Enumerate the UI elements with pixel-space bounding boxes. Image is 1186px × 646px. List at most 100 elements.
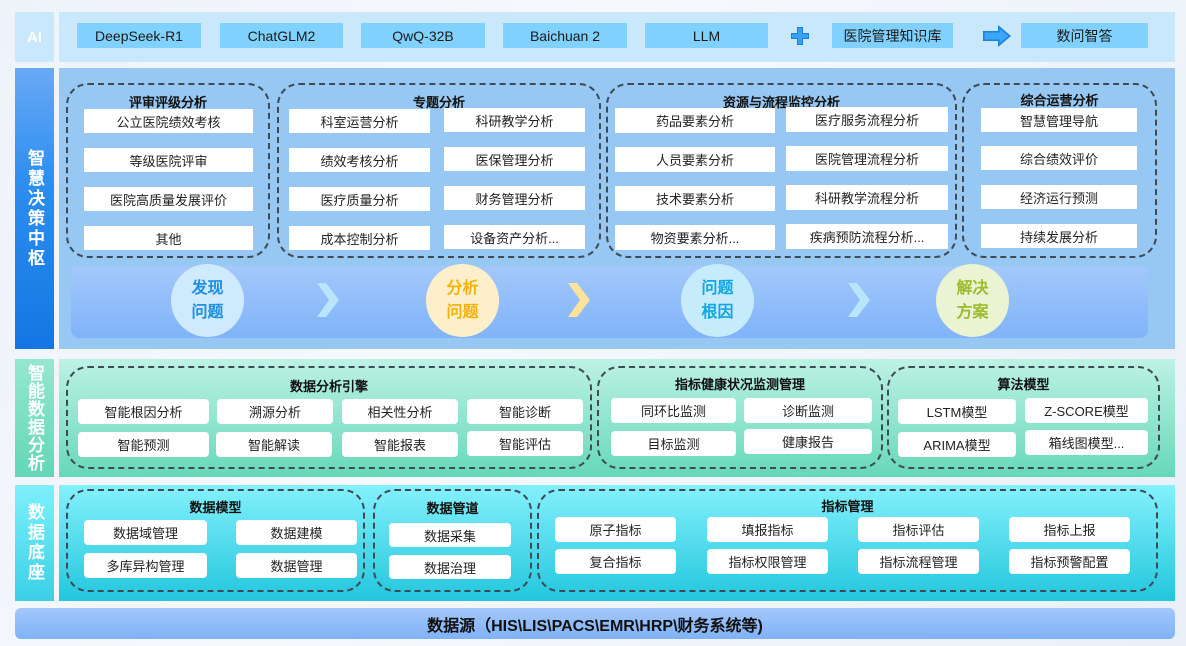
analysis-item: 医院高质量发展评价 xyxy=(84,187,253,211)
group-analysis-engine: 数据分析引擎 xyxy=(66,366,592,469)
analysis-item: 设备资产分析... xyxy=(444,225,585,249)
engine-item: 智能诊断 xyxy=(467,399,583,424)
analysis-item: 医疗服务流程分析 xyxy=(786,107,948,132)
analysis-item: 医疗质量分析 xyxy=(289,187,430,211)
analysis-item: 智慧管理导航 xyxy=(981,108,1137,132)
analysis-item: 其他 xyxy=(84,226,253,250)
flow-step-text: 问题 xyxy=(191,303,224,321)
model-item: 箱线图模型... xyxy=(1025,430,1148,455)
analysis-item: 技术要素分析 xyxy=(615,186,775,211)
layer-label-decision-text: 智慧决策中枢 xyxy=(25,148,44,269)
analysis-item: 综合绩效评价 xyxy=(981,146,1137,170)
group-data-pipeline: 数据管道 xyxy=(373,489,532,592)
ai-model-chip: DeepSeek-R1 xyxy=(77,23,201,48)
layer-label-base-text: 数据底座 xyxy=(25,503,44,583)
plus-icon xyxy=(791,27,809,45)
engine-item: 智能解读 xyxy=(216,432,332,457)
group-comprehensive-operation: 综合运营分析 xyxy=(962,83,1157,258)
flow-step-text: 解决 xyxy=(956,279,989,297)
indicator-item: 指标预警配置 xyxy=(1009,549,1130,574)
group-title: 综合运营分析 xyxy=(1020,93,1099,108)
flow-step-text: 根因 xyxy=(701,303,734,321)
base-item: 数据建模 xyxy=(236,520,357,545)
base-item: 数据管理 xyxy=(236,553,357,578)
ai-model-chip: ChatGLM2 xyxy=(220,23,343,48)
group-title: 专题分析 xyxy=(412,95,465,110)
group-indicator-management: 指标管理 xyxy=(537,489,1158,592)
analysis-item: 财务管理分析 xyxy=(444,186,585,210)
flow-step-text: 方案 xyxy=(956,303,989,321)
engine-item: 智能报表 xyxy=(342,432,458,457)
analysis-item: 医院管理流程分析 xyxy=(786,146,948,171)
engine-item: 智能预测 xyxy=(78,432,209,457)
analysis-item: 科研教学分析 xyxy=(444,108,585,132)
analysis-item: 医保管理分析 xyxy=(444,147,585,171)
ai-model-chip: QwQ-32B xyxy=(361,23,485,48)
group-resource-process: 资源与流程监控分析 xyxy=(606,83,957,258)
layer-label-analysis-text: 智能数据分析 xyxy=(25,364,44,472)
ai-model-chip: LLM xyxy=(645,23,768,48)
group-topic-analysis: 专题分析 xyxy=(277,83,601,258)
analysis-item: 经济运行预测 xyxy=(981,185,1137,209)
indicator-item: 指标权限管理 xyxy=(707,549,828,574)
indicator-item: 填报指标 xyxy=(707,517,828,542)
monitor-item: 健康报告 xyxy=(744,429,872,454)
indicator-item: 指标上报 xyxy=(1009,517,1130,542)
knowledge-base-chip: 医院管理知识库 xyxy=(832,23,953,48)
model-item: Z-SCORE模型 xyxy=(1025,398,1148,423)
engine-item: 智能根因分析 xyxy=(78,399,209,424)
ai-model-chip: Baichuan 2 xyxy=(503,23,627,48)
group-indicator-health: 指标健康状况监测管理 xyxy=(597,366,883,469)
indicator-item: 原子指标 xyxy=(555,517,676,542)
engine-item: 相关性分析 xyxy=(342,399,458,424)
group-title: 数据分析引擎 xyxy=(289,379,368,394)
base-item: 数据域管理 xyxy=(84,520,207,545)
analysis-item: 疾病预防流程分析... xyxy=(786,224,948,249)
layer-label-decision: 智慧决策中枢 xyxy=(15,68,54,349)
analysis-item: 等级医院评审 xyxy=(84,148,253,172)
indicator-item: 指标评估 xyxy=(858,517,979,542)
monitor-item: 目标监测 xyxy=(611,431,736,456)
chevron-right-icon xyxy=(317,283,339,317)
layer-label-analysis: 智能数据分析 xyxy=(15,359,54,477)
engine-item: 智能评估 xyxy=(467,431,583,456)
engine-item: 溯源分析 xyxy=(217,399,333,424)
group-review-rating: 评审评级分析 xyxy=(66,83,270,258)
layer-label-base: 数据底座 xyxy=(15,485,54,601)
chevron-right-icon xyxy=(568,283,590,317)
group-title: 数据管道 xyxy=(426,501,479,516)
group-title: 算法模型 xyxy=(997,377,1050,392)
base-item: 数据治理 xyxy=(389,555,511,579)
flow-step-text: 问题 xyxy=(701,279,734,297)
group-title: 指标健康状况监测管理 xyxy=(674,377,805,392)
analysis-item: 绩效考核分析 xyxy=(289,148,430,172)
analysis-item: 持续发展分析 xyxy=(981,224,1137,248)
group-data-model: 数据模型 xyxy=(66,489,365,592)
arrow-right-icon xyxy=(983,25,1011,47)
smart-qa-chip: 数问智答 xyxy=(1021,23,1148,48)
base-item: 数据采集 xyxy=(389,523,511,547)
layer-label-ai: AI xyxy=(15,12,54,62)
monitor-item: 诊断监测 xyxy=(744,398,872,423)
group-title: 数据模型 xyxy=(189,500,242,515)
analysis-item: 人员要素分析 xyxy=(615,147,775,172)
flow-step-solution: 解决方案 xyxy=(936,264,1009,337)
group-title: 评审评级分析 xyxy=(128,95,207,110)
analysis-item: 科室运营分析 xyxy=(289,109,430,133)
chevron-right-icon xyxy=(848,283,870,317)
flow-step-discover: 发现问题 xyxy=(171,264,244,337)
indicator-item: 指标流程管理 xyxy=(858,549,979,574)
analysis-item: 药品要素分析 xyxy=(615,108,775,133)
model-item: LSTM模型 xyxy=(898,399,1016,424)
flow-step-text: 问题 xyxy=(446,303,479,321)
indicator-item: 复合指标 xyxy=(555,549,676,574)
monitor-item: 同环比监测 xyxy=(611,398,736,423)
group-title: 资源与流程监控分析 xyxy=(722,95,840,110)
flow-step-text: 分析 xyxy=(446,279,479,297)
analysis-item: 科研教学流程分析 xyxy=(786,185,948,210)
analysis-item: 成本控制分析 xyxy=(289,226,430,250)
flow-step-text: 发现 xyxy=(191,279,224,297)
analysis-item: 公立医院绩效考核 xyxy=(84,109,253,133)
analysis-item: 物资要素分析... xyxy=(615,225,775,250)
model-item: ARIMA模型 xyxy=(898,432,1016,457)
